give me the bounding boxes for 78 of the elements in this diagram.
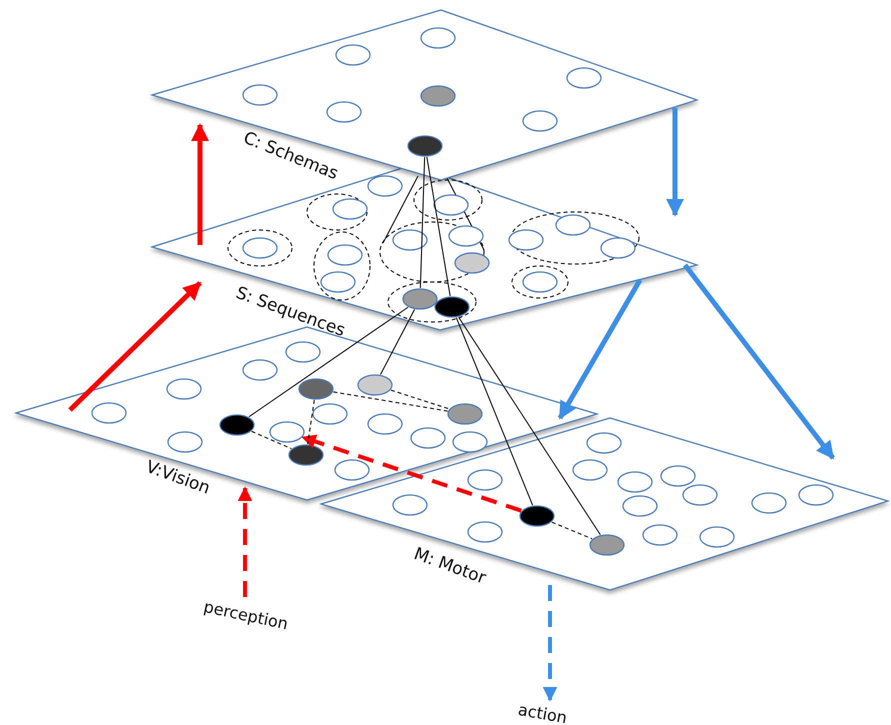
- unit-circle: [566, 67, 602, 89]
- arrow: [191, 123, 209, 245]
- unit-circle: [467, 521, 503, 543]
- unit-circle: [622, 495, 658, 517]
- unit-circle: [334, 459, 370, 481]
- connector-line: [420, 156, 426, 288]
- unit-circle: [617, 471, 653, 493]
- unit-circle: [699, 526, 735, 548]
- unit-circle: [320, 271, 356, 293]
- connector-line: [307, 399, 315, 445]
- unit-circle: [269, 421, 305, 443]
- unit-circle: [392, 494, 428, 516]
- connector-line: [380, 308, 416, 376]
- unit-circle: [312, 403, 348, 425]
- arrow: [238, 486, 252, 597]
- arrow: [542, 585, 558, 702]
- unit-circle: [522, 110, 558, 132]
- unit-circle: [454, 252, 490, 274]
- unit-circle: [242, 237, 278, 259]
- unit-circle: [167, 431, 203, 453]
- unit-circle: [433, 194, 469, 216]
- unit-circle: [448, 225, 484, 247]
- unit-circle: [600, 237, 636, 259]
- connector-line: [458, 316, 601, 536]
- unit-circle: [589, 534, 625, 556]
- layer-plane: [321, 418, 888, 590]
- unit-circle: [367, 175, 403, 197]
- unit-circle: [572, 459, 608, 481]
- unit-circle: [420, 27, 456, 49]
- unit-circle: [285, 341, 321, 363]
- connector-line: [251, 430, 292, 450]
- connector-line: [390, 390, 450, 410]
- unit-circle: [242, 84, 278, 106]
- unit-circle: [555, 214, 591, 236]
- connector-line: [332, 391, 448, 412]
- unit-circle: [242, 359, 278, 381]
- unit-circle: [447, 403, 483, 425]
- unit-circle: [660, 465, 696, 487]
- unit-circle: [298, 378, 334, 400]
- arrow: [683, 263, 835, 460]
- unit-circle: [219, 414, 255, 436]
- layer-plane: [152, 10, 697, 180]
- unit-circle: [288, 444, 324, 466]
- unit-circle: [434, 296, 470, 318]
- unit-circle: [91, 402, 127, 424]
- unit-circle: [326, 101, 362, 123]
- unit-circle: [402, 288, 438, 310]
- arrow: [68, 281, 202, 412]
- unit-circle: [332, 198, 368, 220]
- unit-circle: [452, 431, 488, 453]
- arrow: [558, 278, 642, 420]
- unit-circle: [682, 484, 718, 506]
- unit-circle: [467, 469, 503, 491]
- unit-circle: [407, 135, 443, 157]
- unit-circle: [410, 427, 446, 449]
- unit-circle: [367, 413, 403, 435]
- unit-circle: [166, 378, 202, 400]
- arrow: [666, 108, 684, 217]
- unit-circle: [751, 492, 787, 514]
- unit-circle: [508, 229, 544, 251]
- unit-circle: [357, 374, 393, 396]
- arrow: [301, 434, 522, 513]
- unit-circle: [327, 244, 363, 266]
- unit-circle: [586, 432, 622, 454]
- connector-line: [248, 306, 409, 418]
- label-text: action: [516, 700, 568, 725]
- unit-circle: [522, 271, 558, 293]
- unit-circle: [519, 505, 555, 527]
- connector-line: [551, 522, 593, 540]
- unit-circle: [420, 85, 456, 107]
- unit-circle: [642, 524, 678, 546]
- unit-circle: [392, 229, 428, 251]
- unit-circle: [798, 484, 834, 506]
- label-text: perception: [202, 597, 290, 634]
- unit-circle: [335, 44, 371, 66]
- layer-label: M: Motor: [411, 544, 488, 588]
- connector-line: [456, 317, 534, 506]
- connector-line: [426, 156, 451, 297]
